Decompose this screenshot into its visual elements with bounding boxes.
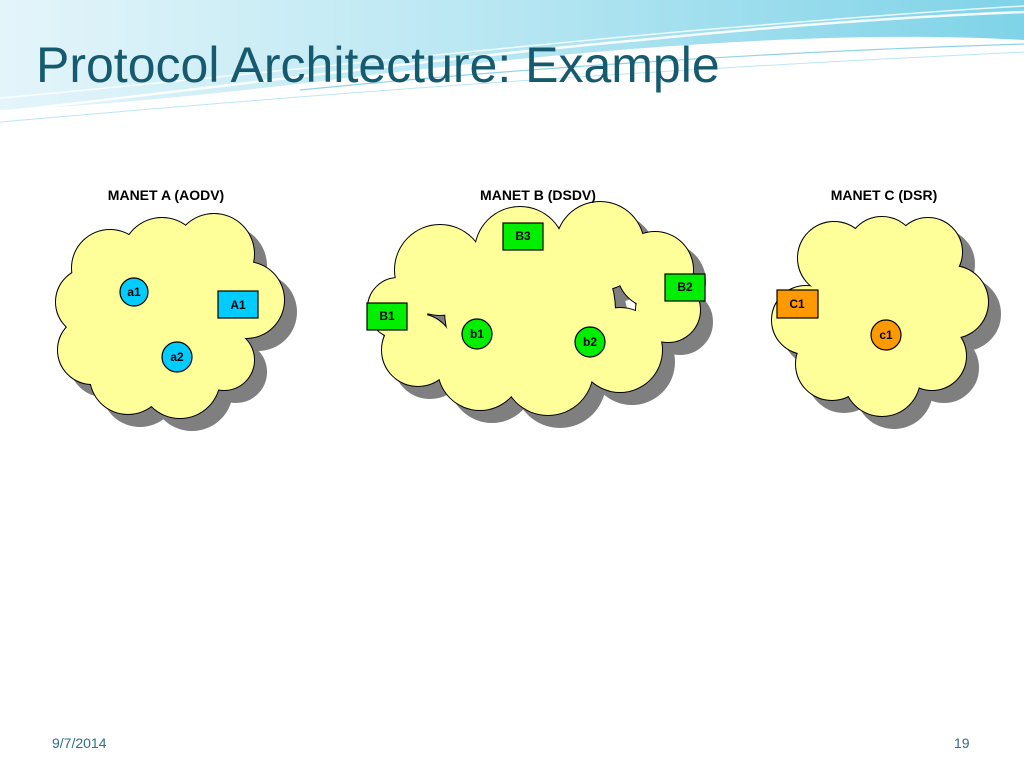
node-c1-label: c1	[879, 328, 893, 342]
gateway-C1-label: C1	[789, 297, 805, 311]
gateway-B1-label: B1	[379, 309, 395, 323]
node-a1-label: a1	[127, 285, 141, 299]
node-c1[interactable]: c1	[870, 319, 902, 351]
slide-title: Protocol Architecture: Example	[36, 37, 720, 93]
manet-b-label: MANET B (DSDV)	[480, 187, 596, 203]
footer-date: 9/7/2014	[52, 735, 107, 751]
manet-a-label: MANET A (AODV)	[108, 187, 224, 203]
node-a2-label: a2	[170, 350, 184, 364]
node-b1[interactable]: b1	[461, 318, 493, 350]
gateway-B3-label: B3	[515, 229, 531, 243]
gateway-B2[interactable]: B2	[664, 273, 706, 302]
node-a2[interactable]: a2	[161, 341, 193, 373]
cloud-manet-a	[55, 213, 297, 431]
gateway-C1[interactable]: C1	[776, 289, 819, 319]
gateway-A1-label: A1	[230, 298, 246, 312]
node-a1[interactable]: a1	[119, 277, 149, 307]
gateway-B1[interactable]: B1	[366, 302, 408, 331]
node-b2-label: b2	[583, 335, 597, 349]
node-b1-label: b1	[470, 327, 484, 341]
node-b2[interactable]: b2	[574, 326, 606, 358]
gateway-A1[interactable]: A1	[217, 290, 259, 319]
gateway-B2-label: B2	[677, 280, 693, 294]
footer-page-number: 19	[954, 735, 970, 751]
gateway-B3[interactable]: B3	[502, 222, 544, 251]
manet-c-label: MANET C (DSR)	[831, 187, 938, 203]
